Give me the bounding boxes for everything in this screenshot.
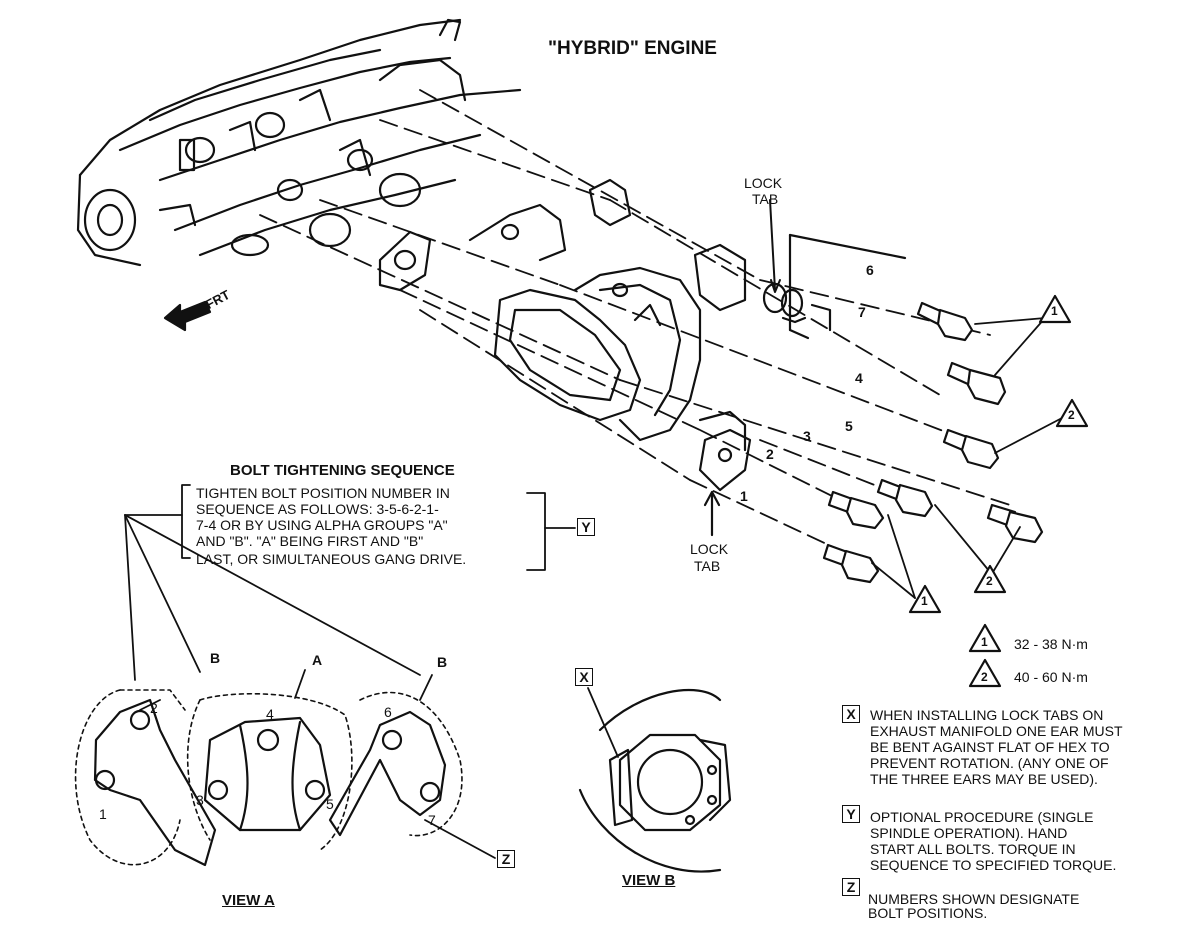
torque-ref-1b: 1 xyxy=(921,594,928,608)
view-b-ref-box: X xyxy=(575,668,593,686)
bolt-lines xyxy=(259,89,1011,556)
note-y-line-3: START ALL BOLTS. TORQUE IN xyxy=(870,841,1076,857)
page-title: "HYBRID" ENGINE xyxy=(548,38,717,59)
sequence-bracket xyxy=(124,484,576,681)
view-a-bolt-7: 7 xyxy=(428,812,436,828)
bolt-position-6: 6 xyxy=(866,262,874,278)
view-a-ref-box: Z xyxy=(497,850,515,868)
view-a-label: VIEW A xyxy=(222,892,275,909)
bolt-position-1: 1 xyxy=(740,488,748,504)
sequence-ref-box: Y xyxy=(577,518,595,536)
bolts xyxy=(822,301,1044,584)
note-y-box: Y xyxy=(842,805,860,823)
lock-tab-bottom-line2: TAB xyxy=(694,558,721,574)
bottom-lock-tab-arrow xyxy=(703,490,721,537)
note-y-line-4: SEQUENCE TO SPECIFIED TORQUE. xyxy=(870,857,1117,873)
torque-leaders xyxy=(871,317,1063,599)
bolt-position-7: 7 xyxy=(858,304,866,320)
sequence-line-5: LAST, OR SIMULTANEOUS GANG DRIVE. xyxy=(196,551,467,567)
legend-value-2: 40 - 60 N·m xyxy=(1014,669,1088,685)
view-b-label: VIEW B xyxy=(622,872,676,889)
torque-ref-2b: 2 xyxy=(986,574,993,588)
note-x-line-5: THE THREE EARS MAY BE USED). xyxy=(870,771,1098,787)
torque-triangles xyxy=(908,294,1089,688)
view-a-bolt-6: 6 xyxy=(384,704,392,720)
torque-ref-2a: 2 xyxy=(1068,408,1075,422)
bolt-position-4: 4 xyxy=(855,370,863,386)
sequence-line-2: SEQUENCE AS FOLLOWS: 3-5-6-2-1- xyxy=(196,501,439,517)
bolt-position-5: 5 xyxy=(845,418,853,434)
note-x-box: X xyxy=(842,705,860,723)
engine-block xyxy=(76,18,522,267)
view-a-bolt-5: 5 xyxy=(326,796,334,812)
view-a-group-a: A xyxy=(312,652,323,668)
sequence-line-3: 7-4 OR BY USING ALPHA GROUPS "A" xyxy=(196,517,448,533)
note-z-line-2: BOLT POSITIONS. xyxy=(868,905,988,921)
lock-tab-bottom-line1: LOCK xyxy=(690,541,729,557)
note-x-line-3: BE BENT AGAINST FLAT OF HEX TO xyxy=(870,739,1110,755)
legend-value-1: 32 - 38 N·m xyxy=(1014,636,1088,652)
torque-ref-1a: 1 xyxy=(1051,304,1058,318)
note-x-line-2: EXHAUST MANIFOLD ONE EAR MUST xyxy=(870,723,1123,739)
view-a-bolt-2: 2 xyxy=(150,700,158,716)
view-a-group-b-right: B xyxy=(437,654,448,670)
legend-ref-1: 1 xyxy=(981,635,988,649)
note-y-line-1: OPTIONAL PROCEDURE (SINGLE xyxy=(870,809,1094,825)
top-lock-tab-washers xyxy=(762,199,907,340)
sequence-line-1: TIGHTEN BOLT POSITION NUMBER IN xyxy=(196,485,450,501)
note-z-box: Z xyxy=(842,878,860,896)
view-a-bolt-3: 3 xyxy=(196,792,204,808)
note-x-line-4: PREVENT ROTATION. (ANY ONE OF xyxy=(870,755,1109,771)
view-a-bolt-1: 1 xyxy=(99,806,107,822)
view-a-bolt-4: 4 xyxy=(266,706,274,722)
sequence-heading: BOLT TIGHTENING SEQUENCE xyxy=(230,462,455,479)
legend-ref-2: 2 xyxy=(981,670,988,684)
note-y-line-2: SPINDLE OPERATION). HAND xyxy=(870,825,1068,841)
view-a-group-b-left: B xyxy=(210,650,221,666)
bolt-position-2: 2 xyxy=(766,446,774,462)
bolt-position-3: 3 xyxy=(803,428,811,444)
view-b-drawing xyxy=(578,687,732,873)
note-z-line-1: NUMBERS SHOWN DESIGNATE xyxy=(868,891,1080,907)
exhaust-manifold xyxy=(378,178,752,492)
front-arrow xyxy=(163,300,212,332)
note-x-line-1: WHEN INSTALLING LOCK TABS ON xyxy=(870,707,1104,723)
sequence-line-4: AND "B". "A" BEING FIRST AND "B" xyxy=(196,533,424,549)
view-a-drawing xyxy=(74,669,496,867)
lock-tab-top-line1: LOCK xyxy=(744,175,783,191)
lock-tab-top-line2: TAB xyxy=(752,191,779,207)
